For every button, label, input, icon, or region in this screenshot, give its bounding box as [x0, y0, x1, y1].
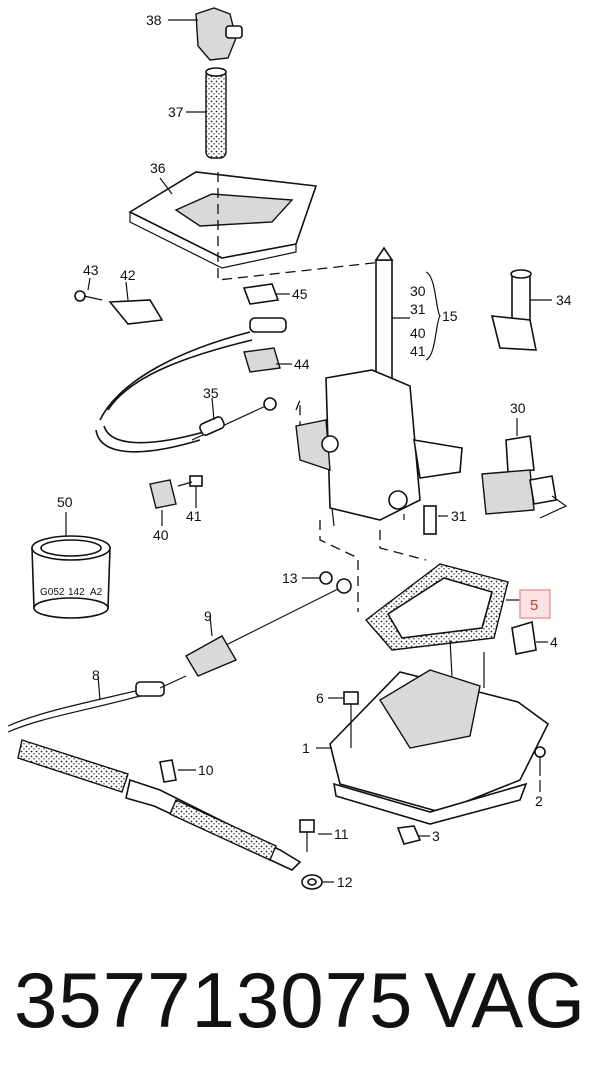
bolt-31-part	[423, 505, 448, 535]
callout-45: 45	[292, 286, 308, 302]
bolt-11-part	[299, 819, 332, 852]
shifter-cover-part	[128, 171, 318, 269]
nut-3-part	[396, 825, 430, 845]
cable-link-35-part	[191, 397, 277, 441]
callout-44: 44	[294, 356, 310, 372]
sensor-34-part	[490, 269, 552, 351]
shift-cable-8-part	[7, 675, 302, 871]
callout-1: 1	[302, 740, 310, 756]
callout-40-top: 40	[410, 325, 426, 341]
clip-13-part	[302, 571, 333, 585]
callout-2: 2	[535, 793, 543, 809]
callout-43: 43	[83, 262, 99, 278]
stamp-text-1: G052	[40, 587, 65, 598]
callout-50: 50	[57, 494, 73, 510]
callout-5: 5	[530, 597, 538, 614]
callout-35: 35	[203, 385, 219, 401]
footer: 357713075 VAG	[0, 950, 600, 1070]
callout-9: 9	[204, 608, 212, 624]
callout-41-top: 41	[410, 343, 426, 359]
clip-44-part	[243, 347, 292, 373]
clip-4-part	[511, 620, 548, 655]
switch-30-part	[481, 418, 568, 519]
callout-31-top: 31	[410, 301, 426, 317]
callout-12: 12	[337, 874, 353, 890]
washer-12-part	[301, 874, 334, 890]
bolt-6-part	[328, 691, 359, 748]
screw-43-part	[74, 277, 103, 302]
cable-9-part	[185, 578, 352, 677]
shift-knob-part	[168, 7, 243, 61]
base-housing-1-part	[316, 639, 550, 825]
callout-6: 6	[316, 690, 324, 706]
callout-13: 13	[282, 570, 298, 586]
screw-2-part	[534, 746, 546, 792]
callout-8: 8	[92, 667, 100, 683]
part-number: 357713075	[14, 956, 414, 1044]
callout-10: 10	[198, 762, 214, 778]
stamp-text-3: A2	[90, 587, 103, 598]
callout-41: 41	[186, 508, 202, 524]
bracket-45-part	[242, 283, 290, 305]
sleeve-50-part	[31, 512, 111, 619]
callout-31: 31	[451, 508, 467, 524]
brand-name: VAG	[424, 956, 586, 1044]
callout-34: 34	[556, 292, 572, 308]
gasket-5-part	[364, 563, 520, 651]
mount-40-part	[149, 479, 177, 526]
callout-11: 11	[334, 826, 349, 842]
callout-37: 37	[168, 104, 184, 120]
clip-42-part	[108, 281, 164, 325]
grip-sleeve-part	[186, 67, 227, 159]
callout-38: 38	[146, 12, 162, 28]
selector-cable-part	[95, 317, 287, 453]
callout-4: 4	[550, 634, 558, 650]
gear-lever-housing-part	[295, 246, 463, 527]
bolt-41-part	[177, 475, 203, 508]
callout-30-top: 30	[410, 283, 426, 299]
callout-36: 36	[150, 160, 166, 176]
callout-40: 40	[153, 527, 169, 543]
exploded-parts-diagram: 38 37 36 43 42 45 30 31 40 41 15 34 44 3…	[7, 7, 572, 890]
clip-10-part	[159, 759, 196, 783]
callout-42: 42	[120, 267, 136, 283]
callout-3: 3	[432, 828, 440, 844]
callout-15: 15	[442, 308, 458, 324]
stamp-text-2: 142	[68, 587, 85, 598]
callout-30-switch: 30	[510, 400, 526, 416]
highlight-box-callout-5	[519, 589, 551, 619]
